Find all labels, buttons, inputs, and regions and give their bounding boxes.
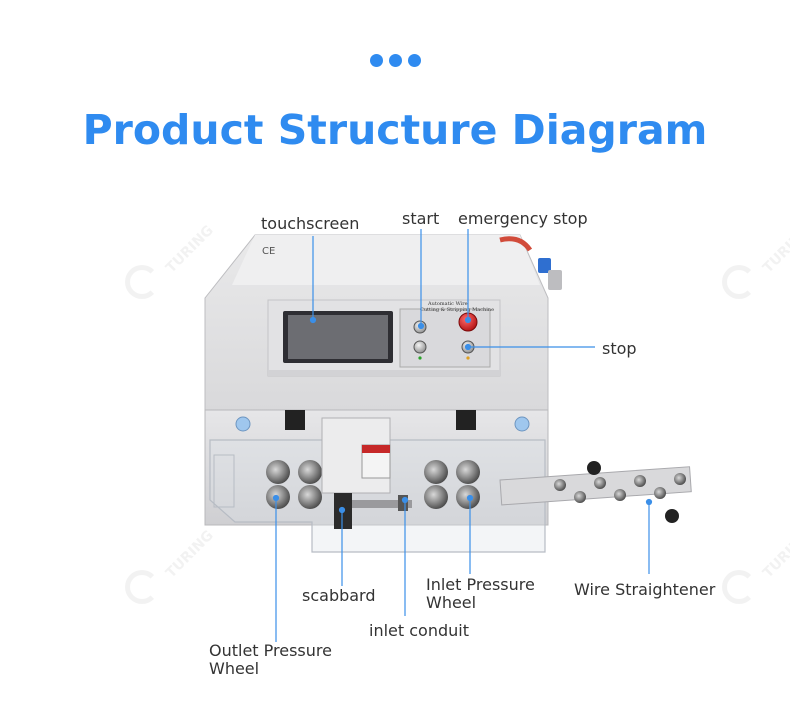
inlet-conduit [352, 500, 412, 508]
leader-dot-icon [309, 316, 317, 324]
leader-dot-icon [645, 498, 653, 506]
leader-dot-icon [338, 506, 346, 514]
watermark: TURING [125, 222, 225, 315]
blue-indicator-left-icon [235, 416, 251, 432]
inlet-pressure-wheels [424, 460, 480, 509]
grey-fitting [548, 270, 562, 290]
auxiliary-button-icon [413, 340, 427, 354]
top-bracket-right [456, 410, 476, 430]
leader-dot-icon [272, 494, 280, 502]
straightener-roller-icon [634, 475, 646, 487]
page-title: Product Structure Diagram [82, 106, 708, 154]
outlet-pressure-wheels [266, 460, 322, 509]
watermark-logo-icon [125, 570, 159, 604]
roller-icon [456, 460, 480, 484]
wire-straightener [499, 461, 692, 523]
watermark-logo-icon [722, 570, 756, 604]
watermark: TURING [722, 527, 790, 620]
panel-brand-line1: Automatic Wire [427, 301, 468, 307]
warning-sticker-header [362, 445, 390, 453]
bottom-strip [268, 370, 500, 376]
air-hose [499, 236, 533, 252]
dot-icon [370, 54, 383, 67]
label-outlet-pressure-wheel-line1: Outlet Pressure [209, 641, 332, 660]
leader-dot-icon [401, 496, 409, 504]
straightener-roller-icon [654, 487, 666, 499]
watermark-logo-icon [722, 265, 756, 299]
watermark: TURING [125, 527, 225, 620]
leader-lines [272, 229, 653, 642]
label-scabbard: scabbard [302, 586, 376, 605]
control-panel [399, 308, 491, 368]
ce-mark: CE [262, 246, 275, 257]
machine-top-face [232, 235, 540, 285]
leader-dot-icon [466, 494, 474, 502]
blue-fitting [538, 258, 551, 273]
watermark: TURING [722, 222, 790, 315]
straightener-roller-icon [554, 479, 566, 491]
label-emergency-stop: emergency stop [458, 209, 588, 228]
watermark-logo-icon [125, 265, 159, 299]
label-inlet-pressure-wheel-line2: Wheel [426, 593, 477, 612]
decorative-dots [370, 54, 422, 68]
leader-dot-icon [464, 343, 472, 351]
label-wire-straightener: Wire Straightener [574, 580, 716, 599]
straightener-knob-icon [587, 461, 601, 475]
left-guard-bracket [213, 454, 235, 508]
leader-dot-icon [417, 322, 425, 330]
straightener-knob-icon [665, 509, 679, 523]
label-inlet-pressure-wheel-line1: Inlet Pressure [426, 575, 535, 594]
roller-icon [424, 485, 448, 509]
straightener-roller-icon [674, 473, 686, 485]
panel-brand-line2: Cutting & Stripping Machine [420, 307, 494, 313]
inlet-conduit-tip [398, 495, 408, 511]
dot-icon [389, 54, 402, 67]
dot-icon [408, 54, 421, 67]
blue-indicator-right-icon [514, 416, 530, 432]
straightener-roller-icon [574, 491, 586, 503]
roller-icon [266, 460, 290, 484]
green-indicator-icon [418, 356, 422, 360]
label-inlet-conduit: inlet conduit [369, 621, 469, 640]
roller-icon [424, 460, 448, 484]
label-stop: stop [602, 339, 637, 358]
label-touchscreen: touchscreen [261, 214, 360, 233]
amber-indicator-icon [466, 356, 470, 360]
label-start: start [402, 209, 440, 228]
straightener-roller-icon [614, 489, 626, 501]
leader-dot-icon [464, 316, 472, 324]
label-outlet-pressure-wheel-line2: Wheel [209, 659, 260, 678]
roller-icon [298, 460, 322, 484]
straightener-roller-icon [594, 477, 606, 489]
touchscreen-display [288, 315, 388, 359]
top-bracket-left [285, 410, 305, 430]
roller-icon [298, 485, 322, 509]
